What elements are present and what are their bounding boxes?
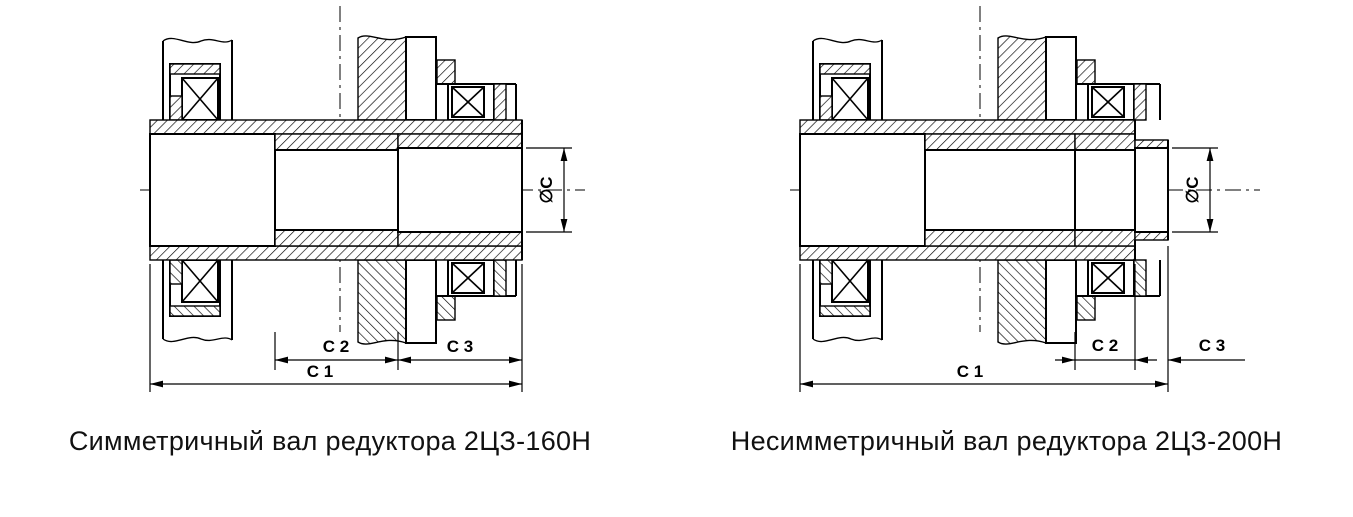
dim-label-diameter: ∅С (537, 176, 556, 203)
dim-label-c1: С 1 (957, 362, 983, 381)
dim-label-c1: С 1 (307, 362, 333, 381)
dim-label-c3: С 3 (1199, 336, 1225, 355)
shaft-left-end (149, 133, 276, 247)
shaft-bore-step (1074, 149, 1136, 231)
housing-top (812, 35, 1161, 121)
gear-hub (357, 35, 407, 121)
housing-bottom (812, 259, 1161, 346)
bearing-top-right-icon (1087, 83, 1147, 121)
dimensions: С 2 С 3 С 1 ∅С (799, 147, 1245, 392)
caption-symmetric-shaft: Симметричный вал редуктора 2ЦЗ-160Н (68, 426, 592, 456)
shaft-bore-end (397, 147, 523, 233)
shaft-bore-middle (924, 149, 1076, 231)
asymmetric-shaft-drawing: С 2 С 3 С 1 ∅С (790, 6, 1260, 392)
dim-label-c2: С 2 (1092, 336, 1118, 355)
shaft-bore-end (1134, 147, 1169, 233)
hub-spacer (405, 36, 437, 121)
caption-asymmetric-shaft: Несимметричный вал редуктора 2ЦЗ-200Н (730, 426, 1283, 456)
shaft-bore-middle (274, 149, 399, 231)
housing-top (162, 35, 517, 121)
symmetric-shaft-drawing: С 2 С 3 С 1 ∅С (140, 6, 585, 392)
hub-spacer (1045, 36, 1077, 121)
shaft-left-end (799, 133, 926, 247)
gear-hub (997, 35, 1047, 121)
dimensions: С 2 С 3 С 1 ∅С (149, 147, 572, 392)
shaft (149, 119, 523, 261)
dim-label-c3: С 3 (447, 337, 473, 356)
bearing-top-left-icon (819, 63, 871, 121)
dim-label-c2: С 2 (323, 337, 349, 356)
bearing-top-left-icon (169, 63, 221, 121)
dim-label-diameter: ∅С (1183, 176, 1202, 203)
shaft (799, 119, 1169, 261)
bearing-top-right-icon (447, 83, 507, 121)
